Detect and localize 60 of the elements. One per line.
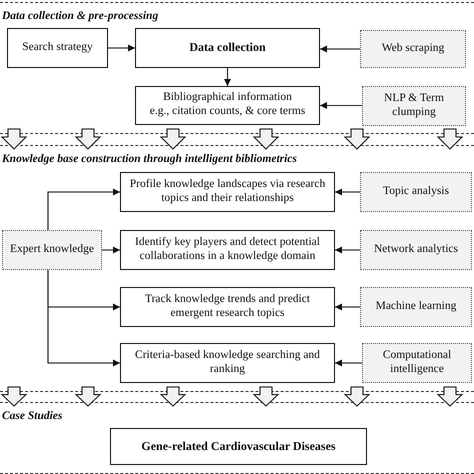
method-box <box>362 86 466 126</box>
arrow <box>335 360 362 366</box>
arrow <box>335 304 360 310</box>
block-arrow <box>252 386 280 407</box>
block-arrow <box>436 128 464 150</box>
node-label: NLP & Term clumping <box>383 92 445 120</box>
section-title: Case Studies <box>2 410 62 422</box>
block-arrow <box>0 128 28 150</box>
arrow <box>224 68 231 86</box>
process-box <box>135 86 320 124</box>
arrow <box>335 188 360 196</box>
method-box <box>360 30 466 68</box>
section-title: Data collection & pre-processing <box>2 10 158 22</box>
arrow <box>102 246 120 254</box>
block-arrow <box>74 128 102 150</box>
block-arrow <box>160 386 186 407</box>
node-label: e.g., citation counts, & core terms <box>150 105 306 119</box>
node-label: Expert knowledge <box>10 242 94 256</box>
node-label: Machine learning <box>376 300 456 314</box>
method-box <box>2 230 102 270</box>
node-label: Search strategy <box>22 40 93 54</box>
process-box <box>110 428 367 464</box>
arrow <box>320 46 360 52</box>
section-band <box>0 145 474 392</box>
method-box <box>360 172 472 212</box>
section-band <box>0 402 474 474</box>
block-arrow <box>344 128 370 150</box>
node-label: Topic analysis <box>383 184 449 198</box>
block-arrow <box>0 386 28 407</box>
method-box <box>362 342 472 382</box>
process-box <box>135 28 320 68</box>
arrow <box>108 44 135 52</box>
node-label: Data collection <box>189 40 266 55</box>
process-box <box>120 286 335 326</box>
node-label: Criteria-based knowledge searching and ranking <box>134 348 321 376</box>
node-label: Network analytics <box>374 242 458 256</box>
block-arrow <box>252 128 280 150</box>
process-box <box>120 172 335 212</box>
process-box <box>120 342 335 382</box>
node-label: Track knowledge trends and predict emergent research topics <box>144 292 311 320</box>
section-band <box>0 2 474 134</box>
section-title: Knowledge base construction through intelligent bibliometrics <box>2 153 297 165</box>
node-label: Web scraping <box>382 42 444 56</box>
arrow <box>335 246 360 254</box>
block-arrow <box>436 386 464 407</box>
node-label: Bibliographical information <box>163 91 292 105</box>
block-arrow <box>160 128 186 150</box>
process-box <box>120 230 335 270</box>
method-box <box>360 286 472 326</box>
node-label: Gene-related Cardiovascular Diseases <box>141 438 336 454</box>
node-label: Computational intelligence <box>382 348 452 376</box>
node-label: Identify key players and detect potential collaborations in a knowledge domain <box>134 236 321 264</box>
block-arrow <box>344 386 370 407</box>
arrow <box>320 102 362 109</box>
arrow <box>47 270 120 366</box>
method-box <box>360 230 472 270</box>
process-box <box>7 28 108 68</box>
arrow <box>47 188 120 230</box>
node-label: Profile knowledge landscapes via research topics and their relationships <box>128 178 326 206</box>
block-arrow <box>74 386 102 407</box>
